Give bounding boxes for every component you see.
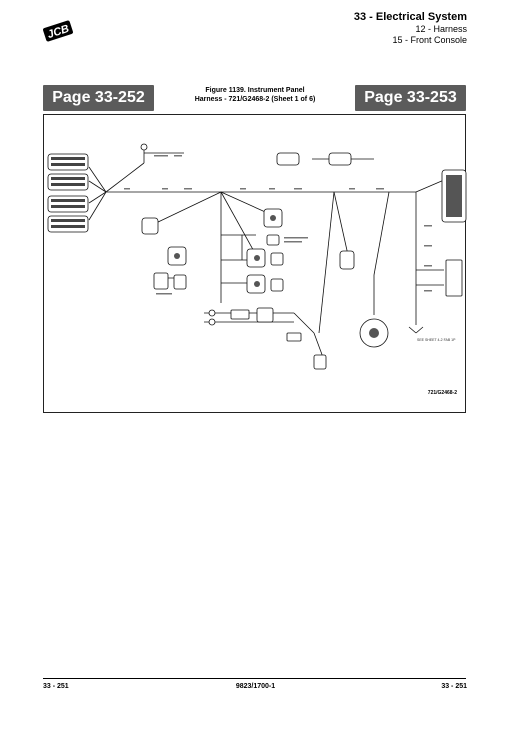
jcb-logo: JCB xyxy=(42,18,74,44)
next-page-button[interactable]: Page 33-253 xyxy=(355,85,466,111)
subsection-title: 12 - Harness xyxy=(415,24,467,34)
diagram-note: SEE SHEET 4-2 FAB 1P xyxy=(417,338,456,342)
footer-page-left: 33 - 251 xyxy=(43,683,69,690)
prev-page-button[interactable]: Page 33-252 xyxy=(43,85,154,111)
figure-caption-line1: Figure 1139. Instrument Panel xyxy=(205,87,305,94)
section-title: 33 - Electrical System xyxy=(353,11,467,23)
svg-text:JCB: JCB xyxy=(46,23,71,41)
section-header: 33 - Electrical System 12 - Harness 15 -… xyxy=(354,10,467,46)
footer-rule xyxy=(43,678,466,679)
figure-caption: Figure 1139. Instrument Panel Harness - … xyxy=(160,86,350,104)
footer-doc-number: 9823/1700-1 xyxy=(235,683,276,690)
topic-title: 15 - Front Console xyxy=(392,35,467,45)
harness-drawing: SEE SHEET 4-2 FAB 1P xyxy=(47,143,467,370)
footer-page-right: 33 - 251 xyxy=(441,683,467,690)
harness-diagram: SEE SHEET 4-2 FAB 1P 721/G2468-2 xyxy=(43,114,467,413)
drawing-number: 721/G2468-2 xyxy=(427,390,457,396)
figure-caption-line2: Harness - 721/G2468-2 (Sheet 1 of 6) xyxy=(194,96,316,103)
